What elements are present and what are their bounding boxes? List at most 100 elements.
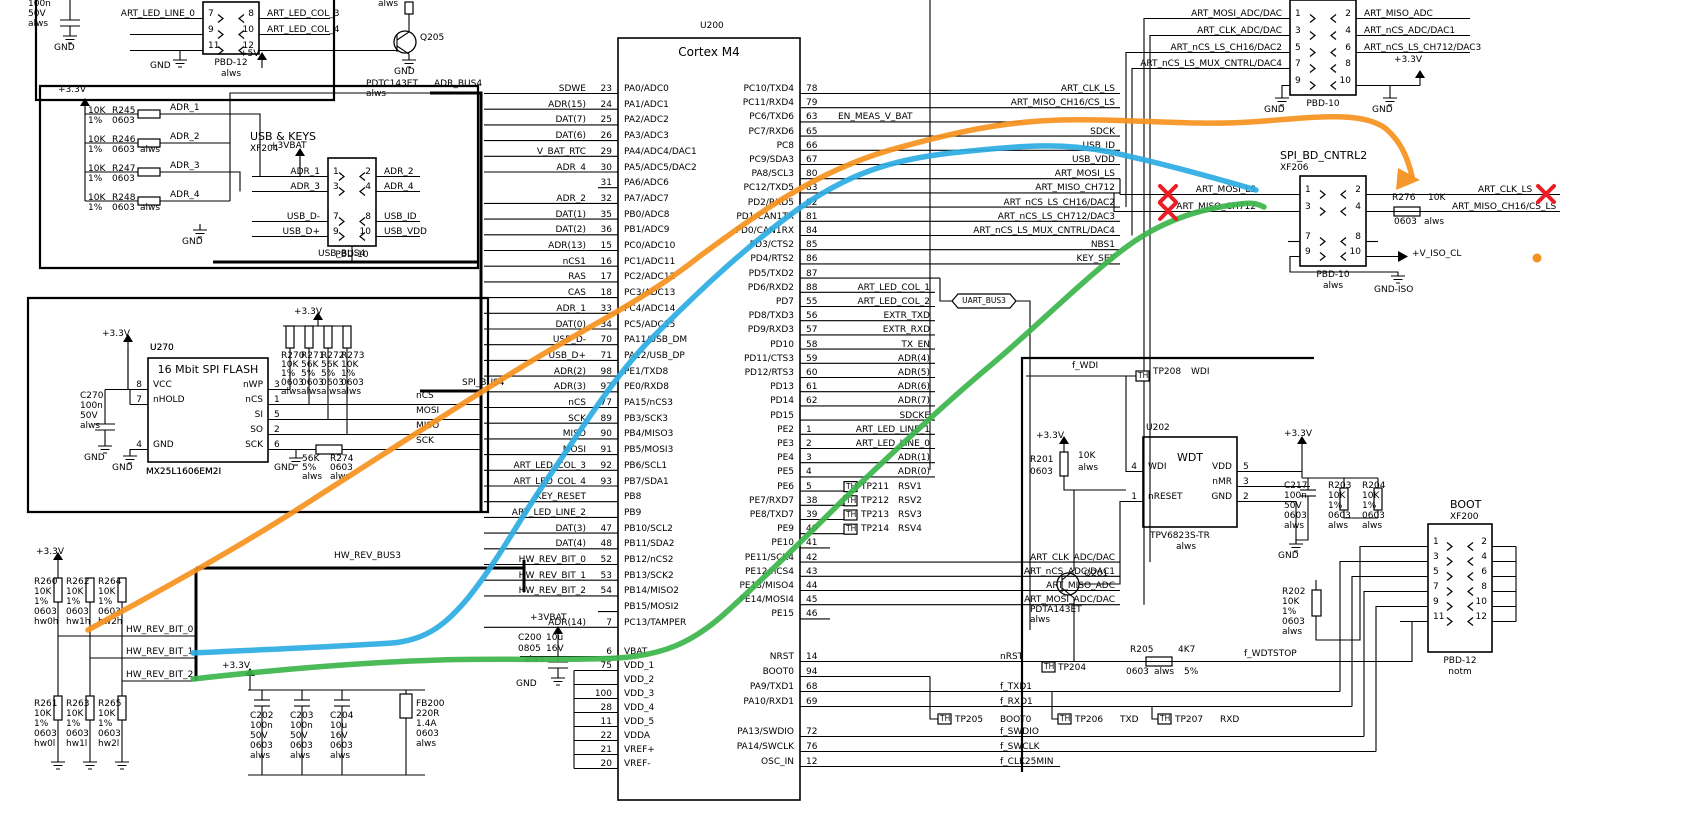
pin-number: 32 [600, 193, 612, 204]
pin-signal: TX_EN [901, 339, 930, 350]
pin-name: PA15/nCS3 [624, 398, 673, 408]
pin-signal: ADR(4) [897, 353, 930, 364]
pin-signal: HW_REV_BIT_2 [518, 586, 586, 597]
connector-type: PBD-12 [214, 58, 248, 68]
net-label: R202 [1282, 587, 1306, 597]
testpoint-ref: TP214 [861, 524, 890, 535]
pin-number: 8 [1345, 59, 1351, 69]
power-flag-icon [123, 334, 133, 342]
pin-signal: DAT(6) [555, 131, 586, 142]
pin-number: 1 [1305, 185, 1311, 195]
pin-name: VDD_1 [624, 661, 655, 671]
pin-signal: f_CLK25MIN [1000, 757, 1054, 767]
net-label: hw2l [98, 739, 120, 749]
pin-name: SI [254, 410, 263, 420]
net-label: GND [516, 679, 537, 689]
net-label: 1% [34, 597, 49, 607]
net-label: Q205 [420, 33, 445, 43]
pin-number: 4 [1481, 552, 1487, 562]
pin-number: 55 [806, 297, 818, 307]
pin-name: PC5/ADC15 [624, 319, 676, 330]
component-part: MX25L1606EM2I [146, 467, 222, 477]
net-label: GND [274, 463, 295, 473]
pin-name: nMR [1212, 477, 1232, 487]
pin-signal: ART_LED_LINE_1 [855, 424, 930, 435]
power-flag-icon [80, 98, 90, 106]
net-label: TP204 [1058, 663, 1087, 673]
net-label: +V_ISO_CL [1412, 249, 1462, 259]
pin-signal: ADR_1 [556, 303, 586, 314]
net-label: 50V [80, 411, 98, 421]
pin-signal: ADR(3) [553, 382, 586, 393]
net-label: ADR_BUS4 [434, 79, 483, 89]
pin-number: 1 [1131, 492, 1137, 502]
net-label: alws [366, 89, 387, 99]
pin-number: 4 [1345, 26, 1351, 36]
power-flag-icon [1415, 70, 1425, 78]
pin-name: PB10/SCL2 [624, 523, 673, 534]
pin-signal: ART_CLK_ADC/DAC [1030, 552, 1115, 563]
pin-number: 15 [600, 241, 612, 251]
pin-signal: DAT(2) [555, 225, 586, 236]
net-label: 10K [34, 709, 52, 719]
pin-name: PE9 [777, 524, 794, 535]
net-label: R274 [330, 454, 354, 464]
pin-number: 71 [600, 350, 612, 361]
net-label: 10K [98, 709, 116, 719]
net-label: RXD [1220, 715, 1240, 725]
pin-name: PC10/TXD4 [743, 84, 794, 94]
net-label: 1.4A [416, 719, 437, 729]
net-label: MOSI [416, 406, 440, 416]
pin-signal: ART_MOSI_ADC/DAC [1191, 9, 1282, 19]
connector-note: alws [1322, 281, 1344, 291]
connector-type: PBD-10 [1316, 270, 1350, 280]
testpoint-pad [937, 713, 952, 725]
net-label: 100n [80, 401, 103, 411]
pin-number: 33 [600, 303, 612, 314]
pin-signal: ART_LED_COL_4 [513, 476, 587, 487]
pin-name: PB15/MOSI2 [624, 602, 680, 613]
pin-name: PC6/TXD6 [749, 112, 794, 123]
net-label: 5% [1184, 667, 1199, 677]
net-label: 100n [28, 0, 51, 9]
pin-number: 4 [806, 467, 812, 478]
pin-number: 5 [1433, 567, 1439, 577]
pin-name: PA7/ADC7 [624, 193, 669, 204]
net-label: MX25L1606EM2I [146, 467, 222, 477]
net-label: 100n [290, 721, 313, 731]
pin-name: VDDA [624, 731, 651, 741]
net-label: 0603 [112, 174, 135, 184]
component-title: WDT [1176, 451, 1204, 464]
testpoint-pad [1135, 370, 1150, 382]
net-label: SCK [416, 436, 434, 446]
net-label: 10u [330, 721, 348, 731]
pin-signal: ADR(15) [548, 99, 586, 110]
pin-name: PE1/TXD8 [624, 366, 669, 377]
pin-signal: ART_LED_COL_2 [857, 297, 931, 307]
pin-number: 7 [1295, 59, 1301, 69]
annotation-red-x [1158, 184, 1178, 204]
pin-number: 4 [1355, 202, 1361, 212]
pin-number: 6 [1481, 567, 1487, 577]
pin-number: 92 [600, 460, 612, 471]
pin-number: 3 [1433, 552, 1439, 562]
net-label: 1% [88, 145, 103, 155]
net-label: 0603 [330, 463, 353, 473]
pin-number: 47 [600, 523, 612, 534]
pin-number: 100 [594, 689, 612, 699]
resistor-symbol [53, 695, 63, 721]
pin-number: 7 [1305, 232, 1311, 242]
net-label: nCS [416, 391, 434, 401]
pin-signal: ADR(1) [897, 453, 930, 464]
net-label: R260 [34, 577, 58, 587]
pin-number: 22 [600, 731, 612, 741]
pin-signal: CAS [567, 288, 586, 299]
net-label: C202 [250, 711, 274, 721]
pin-number: 36 [600, 225, 612, 236]
resistor-symbol [404, 1, 414, 15]
net-label: GND-ISO [1374, 285, 1414, 295]
pin-number: 72 [806, 727, 818, 737]
pin-name: PA11/USB_DM [624, 335, 688, 346]
pin-number: 87 [806, 268, 818, 279]
